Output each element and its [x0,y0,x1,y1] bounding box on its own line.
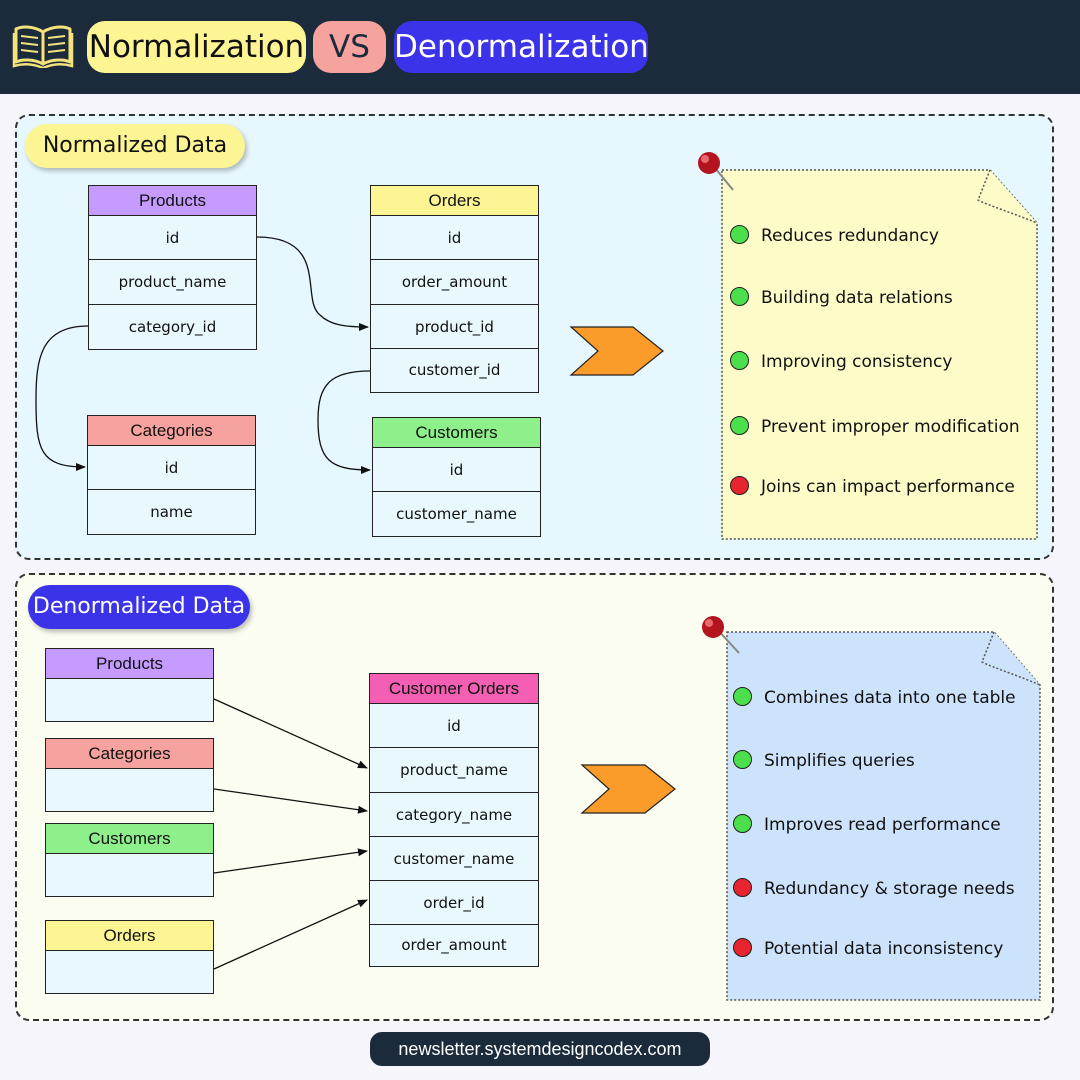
table-field: customer_name [370,837,538,881]
table-field: product_id [371,305,538,349]
status-dot [733,877,752,897]
list-item-text: Joins can impact performance [761,477,1015,497]
table-customers: Customers id customer_name [372,417,541,537]
table-field: order_id [370,881,538,925]
status-dot [730,286,749,306]
list-item: Combines data into one table [733,685,1016,711]
table-field: id [371,216,538,260]
status-dot [733,686,752,706]
list-item-text: Redundancy & storage needs [764,879,1015,899]
table-field: customer_id [408,361,501,379]
status-dot [733,749,752,769]
status-dot [733,937,752,957]
table-categories: Categories id name [87,415,256,535]
list-item-text: Simplifies queries [764,751,915,771]
status-dot [730,350,749,370]
table-header: Customers [373,418,540,448]
normalized-label: Normalized Data [25,124,245,168]
list-item-text: Reduces redundancy [761,226,939,246]
table-header: Customer Orders [370,674,538,704]
table-field: category_name [370,793,538,837]
table-orders: Orders id order_amount product_id custom… [370,185,539,393]
title-denormalization: Denormalization [394,21,649,73]
list-item: Improving consistency [730,349,952,375]
table-field: id [89,216,256,260]
header-bar: Normalization VS Denormalization [0,0,1080,94]
table-field: order_amount [371,260,538,305]
table-field: name [150,503,193,521]
list-item: Redundancy & storage needs [733,876,1015,902]
table-header: Categories [88,416,255,446]
table-field: product_name [370,748,538,793]
list-item: Simplifies queries [733,748,915,774]
table-header: Products [89,186,256,216]
table-header: Orders [46,921,213,951]
table-body [46,769,213,811]
list-item: Joins can impact performance [730,474,1015,500]
table-header: Categories [46,739,213,769]
list-item: Improves read performance [733,812,1001,838]
status-dot [730,415,749,435]
title-vs: VS [313,21,386,73]
source-table-orders: Orders [45,920,214,994]
source-table-products: Products [45,648,214,722]
table-field: id [370,704,538,748]
table-body [46,679,213,721]
table-field: category_id [128,318,217,336]
list-item-text: Building data relations [761,288,953,308]
table-customer-orders: Customer Orders id product_name category… [369,673,539,967]
list-item-text: Improves read performance [764,815,1001,835]
source-table-categories: Categories [45,738,214,812]
status-dot [730,224,749,244]
status-dot [733,813,752,833]
table-header: Products [46,649,213,679]
footer-url-badge: newsletter.systemdesigncodex.com [370,1032,710,1066]
list-item: Prevent improper modification [730,414,1020,440]
status-dot [730,475,749,495]
table-header: Orders [371,186,538,216]
table-field: product_name [89,260,256,305]
source-table-customers: Customers [45,823,214,897]
list-item-text: Improving consistency [761,352,953,372]
title-normalization: Normalization [87,21,306,73]
table-field: id [373,448,540,492]
list-item-text: Prevent improper modification [761,417,1020,437]
table-products: Products id product_name category_id [88,185,257,350]
table-field: order_amount [401,936,507,954]
list-item: Building data relations [730,285,953,311]
table-body [46,951,213,993]
list-item-text: Potential data inconsistency [764,939,1004,959]
denormalized-label: Denormalized Data [28,585,250,629]
book-icon [12,24,74,72]
list-item: Reduces redundancy [730,223,939,249]
table-field: customer_name [396,505,517,523]
list-item: Potential data inconsistency [733,936,1003,962]
table-header: Customers [46,824,213,854]
table-field: id [88,446,255,490]
list-item-text: Combines data into one table [764,688,1016,708]
table-body [46,854,213,896]
